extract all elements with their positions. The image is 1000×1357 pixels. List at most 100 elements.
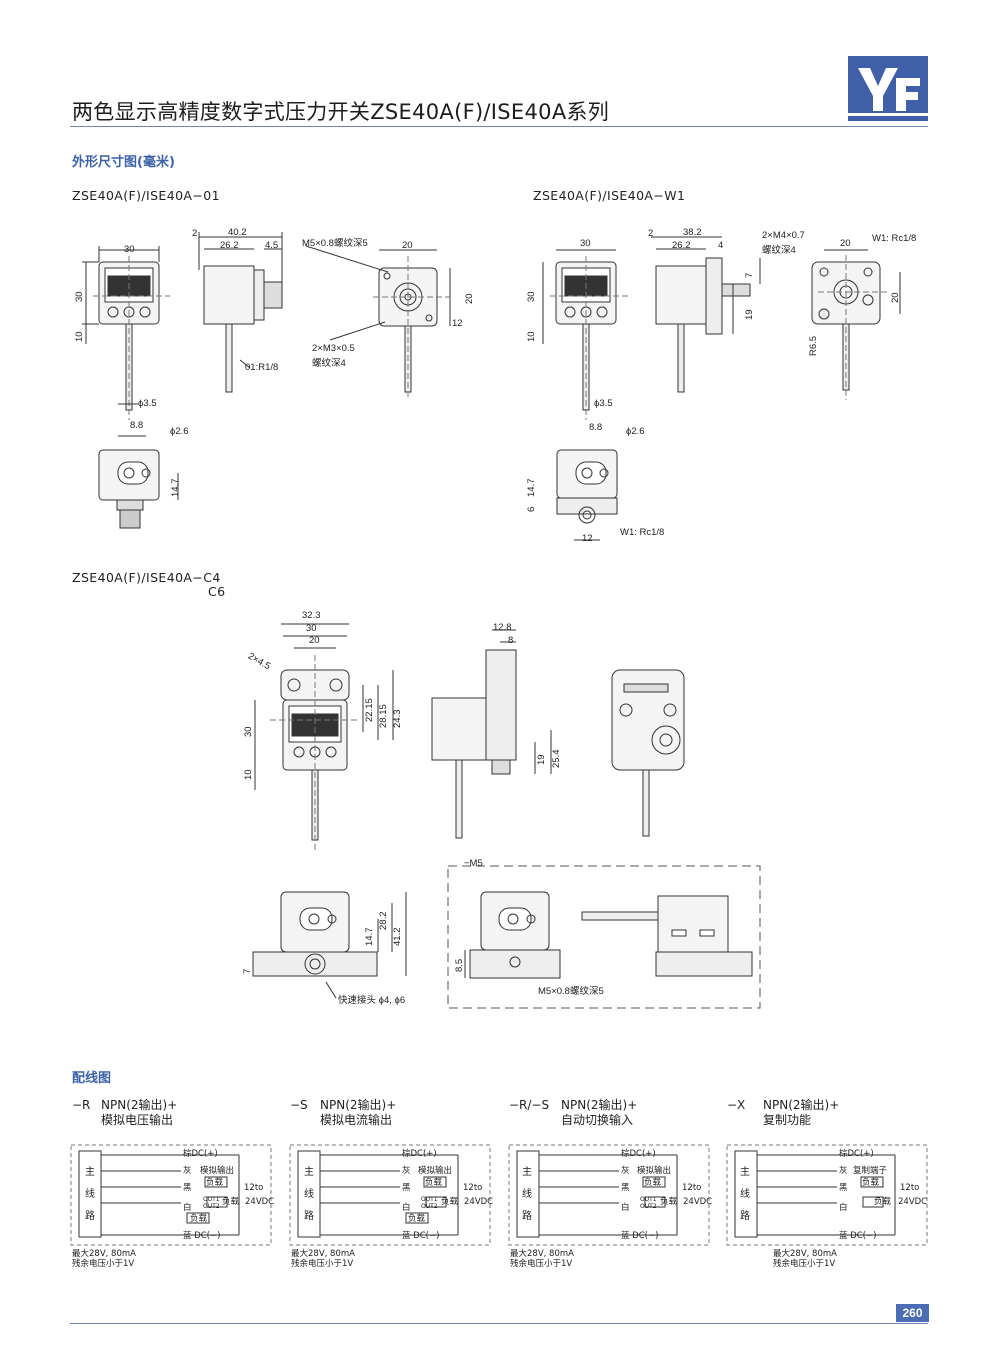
dim-28-15: 28.15	[378, 704, 389, 728]
dim-40-2: 40.2	[228, 227, 247, 238]
dim-30-v-w1: 30	[526, 291, 537, 302]
wiring-rs-out2: OUT2	[640, 1203, 657, 1210]
dim-12-w1: 12	[582, 533, 593, 544]
dim-19-c4: 19	[536, 754, 547, 765]
dim-24-3: 24.3	[392, 709, 403, 729]
dim-20-v: 20	[464, 293, 475, 304]
dim-30-w1: 30	[580, 238, 591, 249]
dim-8-8-w1: 8.8	[589, 422, 603, 433]
dim-26-2-w1: 26.2	[672, 240, 691, 251]
wiring-r-out1: OUT1	[203, 1196, 220, 1203]
dim-8: 8	[508, 635, 514, 646]
dim-phi-3-5: ϕ3.5	[138, 398, 157, 409]
wiring-rs-white: 白	[621, 1203, 630, 1213]
dimension-section-title: 外形尺寸图(毫米)	[72, 155, 175, 170]
wiring-r-inner: 模拟输出	[200, 1166, 235, 1176]
wiring-s-load2: 负载	[441, 1197, 459, 1207]
wiring-r-load1: 负载	[206, 1178, 224, 1188]
wiring-rs-main1: 主	[522, 1167, 532, 1178]
wiring-x-main3: 路	[740, 1211, 750, 1222]
footer-rule	[70, 1323, 928, 1324]
dim-2-w1: 2	[648, 228, 654, 239]
header-rule	[70, 126, 928, 127]
wiring-x-12: 12to	[900, 1183, 920, 1193]
front-view-w1	[542, 249, 628, 420]
page-title: 两色显示高精度数字式压力开关ZSE40A(F)/ISE40A系列	[72, 100, 610, 124]
dim-14-7-c4: 14.7	[364, 927, 375, 947]
wiring-diagram-s	[289, 1144, 491, 1246]
thread-m4-a: 2×M4×0.7	[762, 230, 805, 241]
thread-m4-b: 螺纹深4	[762, 245, 796, 256]
wiring-r-line2: 模拟电压输出	[101, 1113, 174, 1127]
wiring-s-out1: OUT1	[421, 1196, 438, 1203]
wiring-diagram-r	[70, 1144, 272, 1246]
m5-variant-label: −M5	[464, 858, 483, 869]
thread-m5: M5×0.8螺纹深5	[302, 238, 368, 249]
wiring-diagram-rs	[508, 1144, 710, 1246]
dim-phi-2-6-w1: ϕ2.6	[626, 426, 645, 437]
dim-12: 12	[452, 318, 463, 329]
wiring-r-12: 12to	[244, 1183, 264, 1193]
dim-30-v-c4: 30	[243, 726, 254, 737]
wiring-x-load1: 负载	[862, 1178, 880, 1188]
rear-view-01	[305, 245, 451, 400]
dim-10-v: 10	[74, 331, 85, 342]
thread-m3-b: 螺纹深4	[312, 358, 346, 369]
wiring-s-line1: NPN(2输出)+	[320, 1098, 397, 1112]
wiring-rs-main3: 路	[522, 1211, 532, 1222]
wiring-x-main1: 主	[740, 1167, 750, 1178]
wiring-r-main3: 路	[85, 1211, 95, 1222]
dim-20: 20	[402, 240, 413, 251]
wiring-r-brown: 棕DC(+)	[183, 1149, 218, 1159]
wiring-r-blue: 蓝 DC(−)	[183, 1231, 221, 1241]
dim-4: 4	[718, 240, 724, 251]
wiring-s-12: 12to	[463, 1183, 483, 1193]
wiring-r-gray: 灰	[183, 1166, 192, 1176]
wiring-r-load3: 负载	[190, 1214, 208, 1224]
wiring-r-out2: OUT2	[203, 1203, 220, 1210]
dim-26-2: 26.2	[220, 240, 239, 251]
wiring-s-main2: 线	[304, 1189, 314, 1200]
wiring-x-blue: 蓝 DC(−)	[839, 1231, 877, 1241]
dim-2: 2	[192, 228, 198, 239]
model-01-label: ZSE40A(F)/ISE40A−01	[72, 188, 220, 203]
wiring-rs-main2: 线	[522, 1189, 532, 1200]
dim-22-15: 22.15	[364, 698, 375, 722]
wiring-rs-black: 黑	[621, 1183, 630, 1193]
wiring-rs-line1: NPN(2输出)+	[561, 1098, 638, 1112]
dim-30-c4: 30	[306, 623, 317, 634]
bottom-view-w1	[556, 449, 618, 541]
wiring-s-brown: 棕DC(+)	[402, 1149, 437, 1159]
dim-phi-3-5-w1: ϕ3.5	[594, 398, 613, 409]
dim-14-7-w1: 14.7	[526, 478, 537, 498]
page-number: 260	[896, 1304, 929, 1322]
side-view-c4	[431, 629, 552, 839]
side-view-01	[198, 232, 283, 393]
port-w1-rc-bottom: W1: Rc1/8	[620, 527, 665, 538]
wiring-x-brown: 棕DC(+)	[839, 1149, 874, 1159]
dim-25-4: 25.4	[551, 749, 562, 769]
brand-logo	[848, 56, 928, 121]
dim-4-5: 4.5	[265, 240, 279, 251]
dim-phi-2-6: ϕ2.6	[170, 426, 189, 437]
thread-m3-a: 2×M3×0.5	[312, 343, 355, 354]
model-c6-label: C6	[208, 584, 226, 599]
bottom-view-c4	[252, 891, 407, 999]
wiring-x-inner: 复制端子	[853, 1166, 888, 1176]
wiring-x-line1: NPN(2输出)+	[763, 1098, 840, 1112]
wiring-x-black: 黑	[839, 1183, 848, 1193]
wiring-r-main1: 主	[85, 1167, 95, 1178]
quick-connector-label: 快速接头 ϕ4, ϕ6	[338, 995, 406, 1006]
wiring-rs-inner: 模拟输出	[637, 1166, 672, 1176]
wiring-s-note1: 最大28V, 80mA	[291, 1249, 355, 1259]
thread-m5-bottom: M5×0.8螺纹深5	[538, 986, 604, 997]
wiring-rs-blue: 蓝 DC(−)	[621, 1231, 659, 1241]
wiring-r-code: −R	[72, 1098, 91, 1112]
wiring-x-load2: 负载	[874, 1197, 892, 1207]
wiring-r-note1: 最大28V, 80mA	[72, 1249, 136, 1259]
wiring-rs-brown: 棕DC(+)	[621, 1149, 656, 1159]
port-w1-rc: W1: Rc1/8	[872, 233, 917, 244]
wiring-x-24: 24VDC	[898, 1197, 928, 1207]
wiring-r-load2: 负载	[222, 1197, 240, 1207]
wiring-rs-code: −R/−S	[509, 1098, 550, 1112]
